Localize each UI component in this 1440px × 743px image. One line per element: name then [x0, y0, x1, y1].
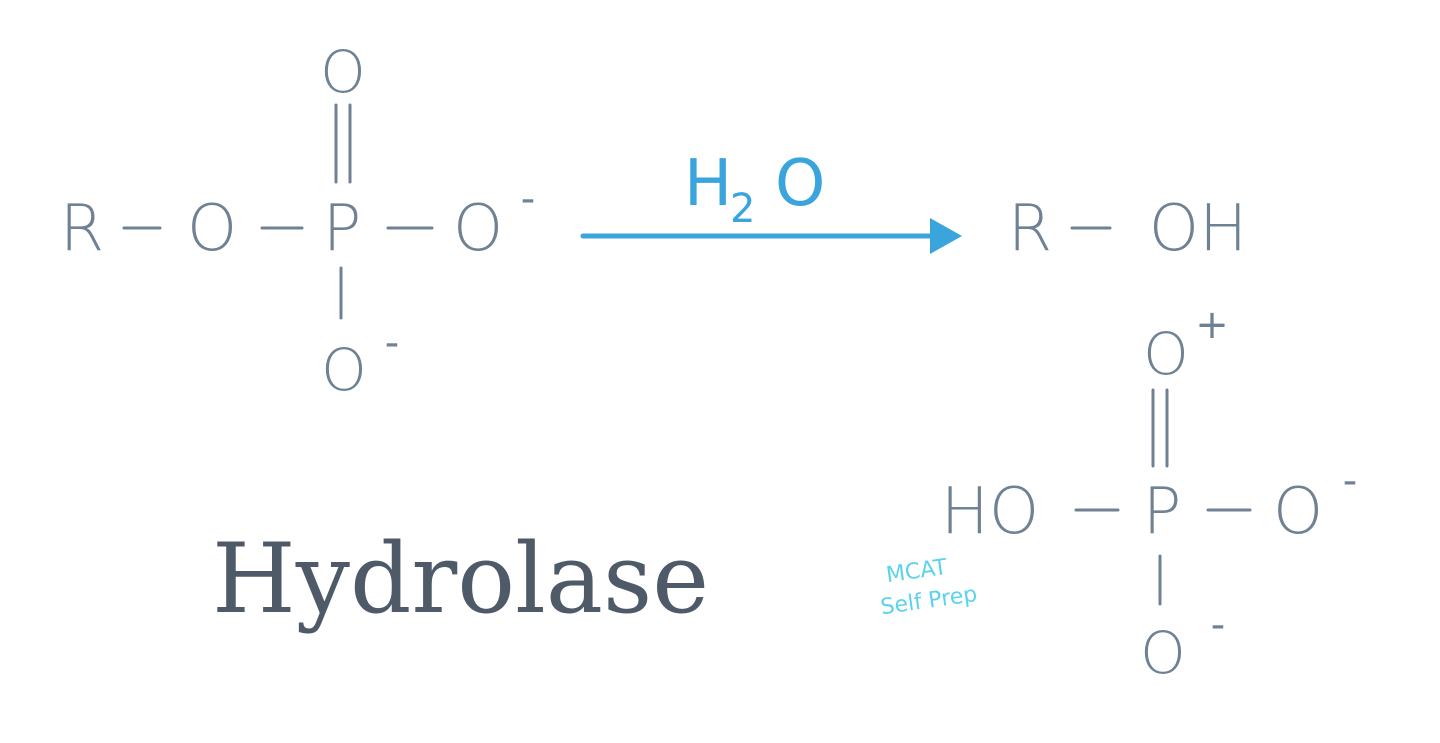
phosphate-top-oxygen: O: [1143, 320, 1189, 388]
alcohol-hydroxyl: OH: [1149, 192, 1248, 266]
watermark-line-1: MCAT: [885, 555, 950, 588]
reaction-arrow-group: H 2 O: [580, 147, 962, 254]
reactant-right-oxygen: O: [453, 192, 503, 266]
phosphate-right-oxygen: O: [1273, 475, 1323, 549]
phosphate-phosphorus: P: [1143, 475, 1182, 549]
phosphate-top-charge: +: [1195, 302, 1229, 348]
enzyme-class-title: Hydrolase: [212, 523, 709, 635]
phosphate-bottom-charge: -: [1211, 602, 1225, 648]
reactant-top-oxygen: O: [320, 38, 366, 106]
reactant-right-charge: -: [521, 176, 535, 222]
mcat-self-prep-watermark: MCAT Self Prep: [879, 555, 979, 620]
watermark-line-2: Self Prep: [879, 582, 979, 620]
reactant-bottom-charge: -: [385, 320, 399, 366]
product-alcohol: R OH: [1008, 192, 1247, 266]
product-phosphate: O + HO P O - O -: [941, 302, 1357, 687]
reaction-arrow-head: [930, 218, 962, 254]
phosphate-right-charge: -: [1343, 458, 1357, 504]
reactant-bottom-oxygen: O: [321, 336, 367, 404]
reactant-phosphate-ester: R O P O O - O -: [60, 38, 535, 404]
reactant-ester-oxygen: O: [187, 192, 237, 266]
alcohol-r-group: R: [1008, 192, 1052, 266]
reactant-phosphorus: P: [323, 192, 362, 266]
phosphate-bottom-oxygen: O: [1140, 619, 1186, 687]
reagent-h: H: [684, 147, 732, 221]
reagent-o: O: [775, 147, 825, 221]
phosphate-hydroxyl: HO: [941, 475, 1040, 549]
reagent-subscript: 2: [730, 186, 755, 232]
reactant-r-group: R: [60, 192, 104, 266]
